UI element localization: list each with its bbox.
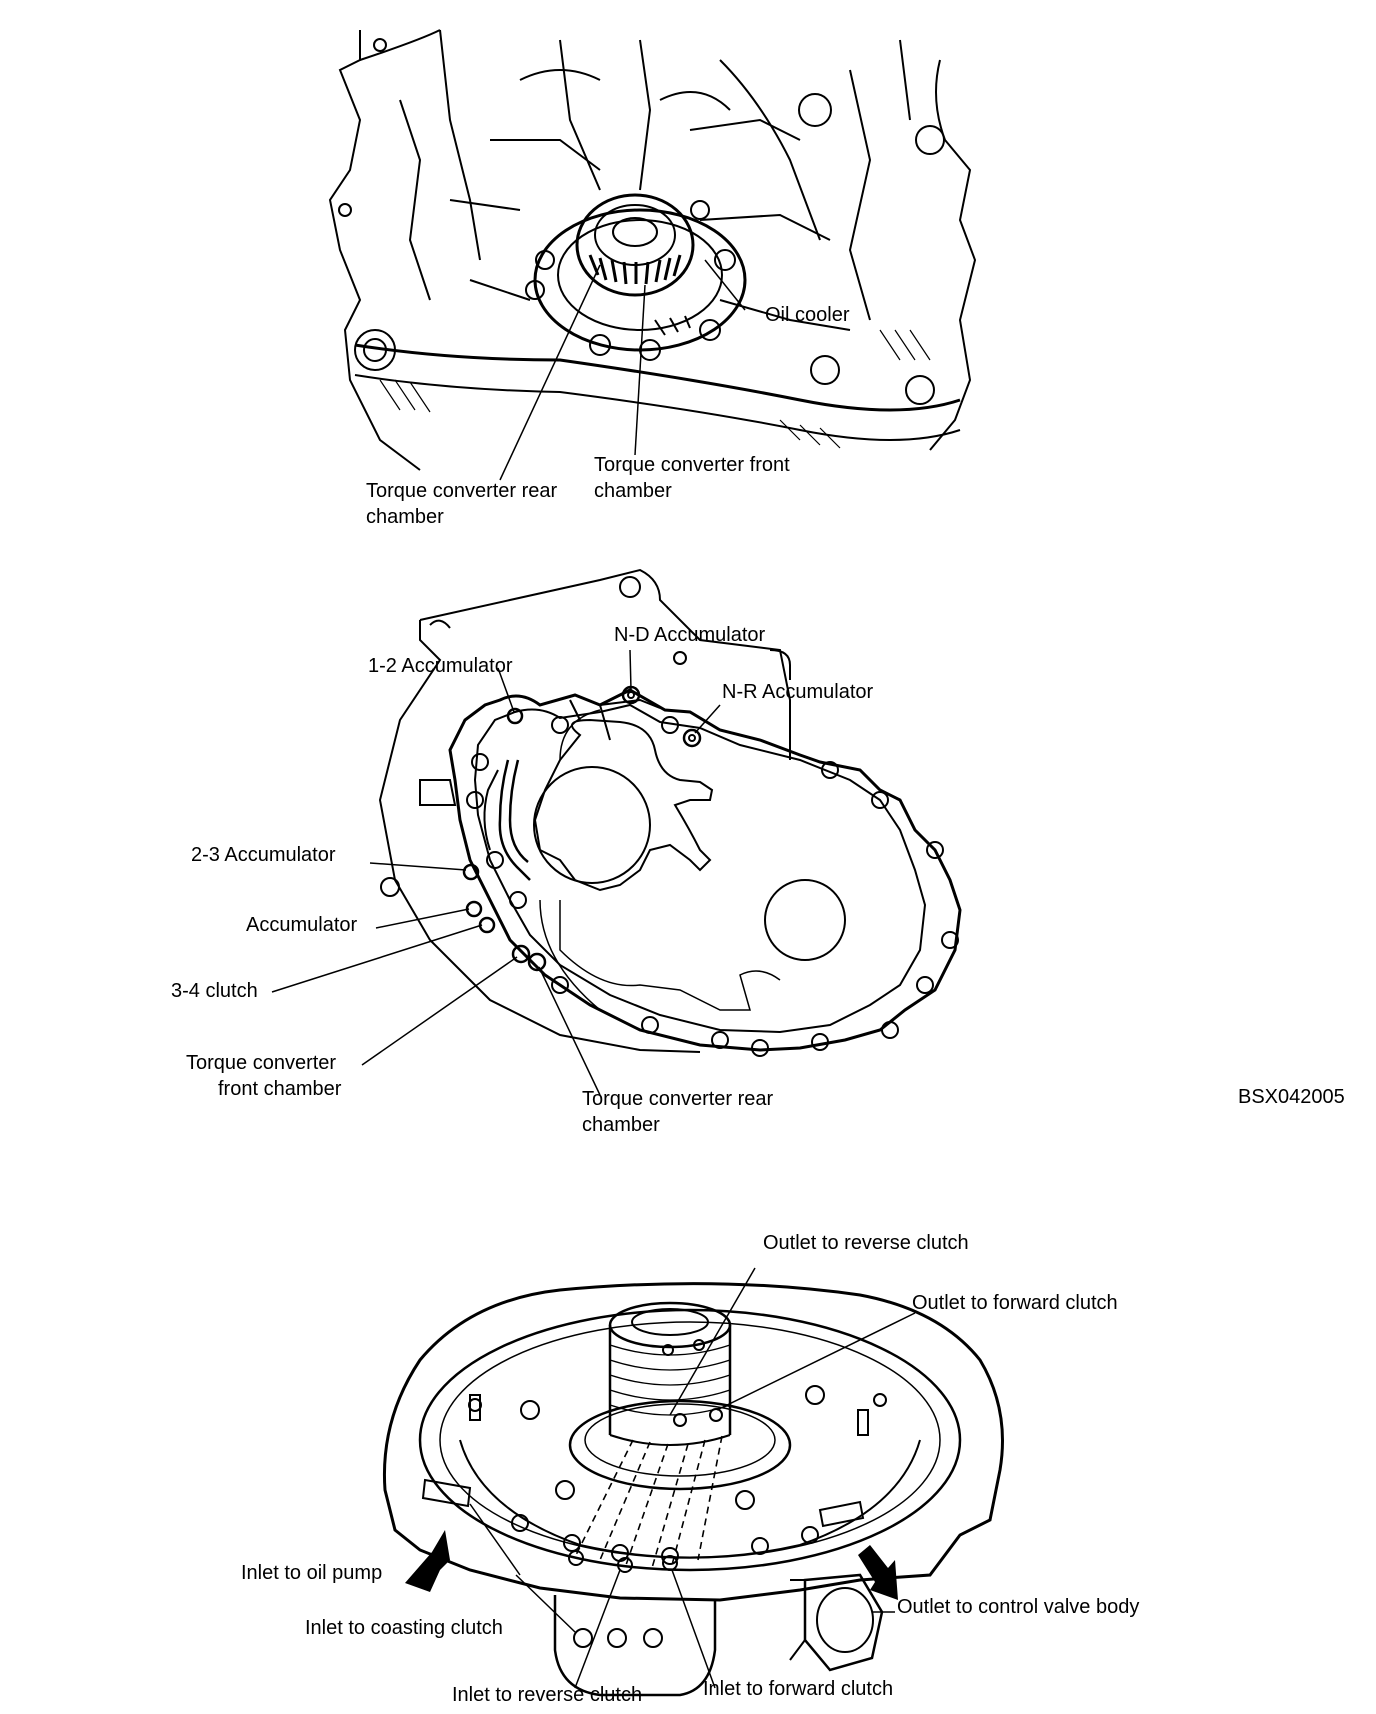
label-tc-rear-line1: Torque converter rear [366,480,558,502]
label-tc-rear-line1: Torque converter rear [582,1088,774,1110]
label-3-4-clutch: 3-4 clutch [171,980,258,1002]
middle-view-leaders [272,650,720,1095]
bottom-view-arrows [405,1530,898,1600]
label-accumulator: Accumulator [246,914,358,936]
label-inlet-coasting-clutch: Inlet to coasting clutch [305,1617,503,1639]
label-2-3-accumulator: 2-3 Accumulator [191,844,336,866]
label-tc-rear-line2: chamber [582,1114,660,1136]
label-inlet-reverse-clutch: Inlet to reverse clutch [452,1684,643,1706]
label-inlet-oil-pump: Inlet to oil pump [241,1562,383,1584]
label-oil-cooler: Oil cooler [765,304,850,326]
label-tc-front-line2: chamber [594,480,672,502]
label-outlet-reverse-clutch: Outlet to reverse clutch [763,1232,969,1254]
middle-view-drawing [380,570,960,1056]
bottom-view-drawing [384,1284,1002,1695]
label-inlet-forward-clutch: Inlet to forward clutch [703,1678,894,1700]
figure-reference: BSX042005 [1238,1086,1345,1108]
label-1-2-accumulator: 1-2 Accumulator [368,655,513,677]
outlet-arrow-icon [858,1545,898,1600]
label-nr-accumulator: N-R Accumulator [722,681,874,703]
label-outlet-forward-clutch: Outlet to forward clutch [912,1292,1118,1314]
label-nd-accumulator: N-D Accumulator [614,624,766,646]
label-tc-rear-line2: chamber [366,506,444,528]
label-tc-front-line1: Torque converter front [594,454,790,476]
label-tc-front-line1: Torque converter [186,1052,337,1074]
label-outlet-control-valve: Outlet to control valve body [897,1596,1140,1618]
label-tc-front-line2: front chamber [218,1078,342,1100]
inlet-arrow-icon [405,1530,450,1592]
bottom-view-leaders [470,1268,915,1688]
top-view-drawing [330,30,975,470]
top-view-leaders [500,260,745,480]
